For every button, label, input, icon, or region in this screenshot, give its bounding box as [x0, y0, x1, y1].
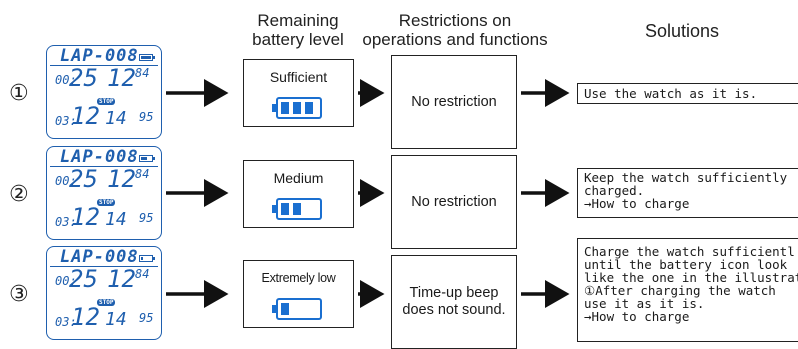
arrows-layer	[166, 79, 570, 308]
battery-level-box: Sufficient	[243, 59, 354, 127]
header-line: battery level	[252, 30, 344, 49]
row-marker: ②	[9, 182, 29, 207]
lcd-digits: 00:	[55, 274, 77, 288]
solution-line: until the battery icon look	[584, 257, 788, 272]
restriction-text: No restriction	[411, 194, 497, 210]
restriction-text: does not sound.	[402, 302, 506, 318]
lcd-digits: 25	[69, 265, 98, 293]
solution-box: Charge the watch sufficientl until the b…	[577, 238, 798, 342]
lcd-stop-badge: STOP	[97, 199, 116, 206]
lcd-divider	[50, 266, 158, 267]
how-to-charge-link[interactable]: →How to charge	[584, 309, 690, 324]
row-marker: ①	[9, 81, 29, 106]
restriction-text: No restriction	[411, 94, 497, 110]
lcd-lap-label: LAP-008	[60, 147, 139, 167]
lcd-digits: 00:	[55, 174, 77, 188]
lcd-digits: 14	[105, 108, 127, 129]
solution-box: Use the watch as it is.	[577, 83, 798, 104]
lcd-stop-badge: STOP	[97, 98, 116, 105]
lcd-stop-badge: STOP	[97, 299, 116, 306]
battery-level-label: Medium	[273, 170, 324, 186]
battery-icon	[272, 298, 322, 320]
lcd-digits: 03:	[55, 315, 77, 329]
solution-line: charged.	[584, 183, 645, 198]
restriction-box: No restriction	[391, 155, 517, 249]
battery-level-label: Sufficient	[269, 69, 328, 85]
restriction-text: Time-up beep	[409, 285, 499, 301]
lcd-digits: 95	[139, 110, 154, 124]
battery-level-label: Extremely low	[261, 271, 336, 285]
lcd-battery-icon	[139, 54, 155, 61]
lcd-digits: 84	[135, 267, 150, 281]
lcd-digits: 03:	[55, 215, 77, 229]
battery-icon	[272, 97, 322, 119]
header-solutions: Solutions	[644, 21, 720, 41]
battery-level-box: Medium	[243, 160, 354, 228]
lcd-digits: 12	[107, 165, 136, 193]
lcd-display: LAP-008 00: 25 12 84 STOP 03: 12 14 95	[46, 45, 162, 139]
header-line: Remaining	[257, 11, 339, 30]
lcd-digits: 12	[71, 203, 100, 231]
solution-line: ①After charging the watch	[584, 283, 776, 298]
battery-segment	[305, 102, 313, 114]
battery-segment	[293, 203, 301, 215]
solution-line: Keep the watch sufficiently	[584, 170, 788, 185]
solution-line: like the one in the illustratio	[584, 270, 798, 285]
lcd-digits: 84	[135, 167, 150, 181]
lcd-lap-label: LAP-008	[60, 247, 139, 267]
solution-line: Use the watch as it is.	[584, 86, 758, 101]
solution-line: use it as it is.	[584, 296, 705, 311]
lcd-digits: 00:	[55, 73, 77, 87]
restriction-box: No restriction	[391, 55, 517, 149]
battery-segment	[293, 102, 301, 114]
lcd-digits: 25	[69, 165, 98, 193]
lcd-digits: 14	[105, 209, 127, 230]
lcd-display: LAP-008 00: 25 12 84 STOP 03: 12 14 95	[46, 146, 162, 240]
lcd-display: LAP-008 00: 25 12 84 STOP 03: 12 14 95	[46, 246, 162, 340]
solution-line: Charge the watch sufficientl	[584, 244, 795, 259]
battery-level-box: Extremely low	[243, 260, 354, 328]
lcd-digits: 12	[71, 102, 100, 130]
lcd-digits: 12	[107, 265, 136, 293]
lcd-digits: 95	[139, 311, 154, 325]
lcd-battery-icon	[139, 255, 155, 262]
lcd-divider	[50, 166, 158, 167]
lcd-digits: 25	[69, 64, 98, 92]
header-line: operations and functions	[362, 30, 548, 49]
restriction-box: Time-up beep does not sound.	[391, 255, 517, 349]
lcd-digits: 14	[105, 309, 127, 330]
battery-segment	[281, 102, 289, 114]
how-to-charge-link[interactable]: →How to charge	[584, 196, 690, 211]
lcd-digits: 95	[139, 211, 154, 225]
lcd-lap-label: LAP-008	[60, 46, 139, 66]
lcd-digits: 12	[107, 64, 136, 92]
battery-icon	[272, 198, 322, 220]
lcd-digits: 03:	[55, 114, 77, 128]
lcd-digits: 84	[135, 66, 150, 80]
header-restrictions: Restrictions on operations and functions	[355, 11, 555, 49]
lcd-divider	[50, 65, 158, 66]
header-line: Restrictions on	[398, 11, 512, 30]
lcd-digits: 12	[71, 303, 100, 331]
solution-box: Keep the watch sufficiently charged. →Ho…	[577, 168, 798, 218]
battery-segment	[281, 203, 289, 215]
lcd-battery-icon	[139, 155, 155, 162]
row-marker: ③	[9, 282, 29, 307]
battery-segment	[281, 303, 289, 315]
header-battery-level: Remaining battery level	[228, 11, 368, 49]
